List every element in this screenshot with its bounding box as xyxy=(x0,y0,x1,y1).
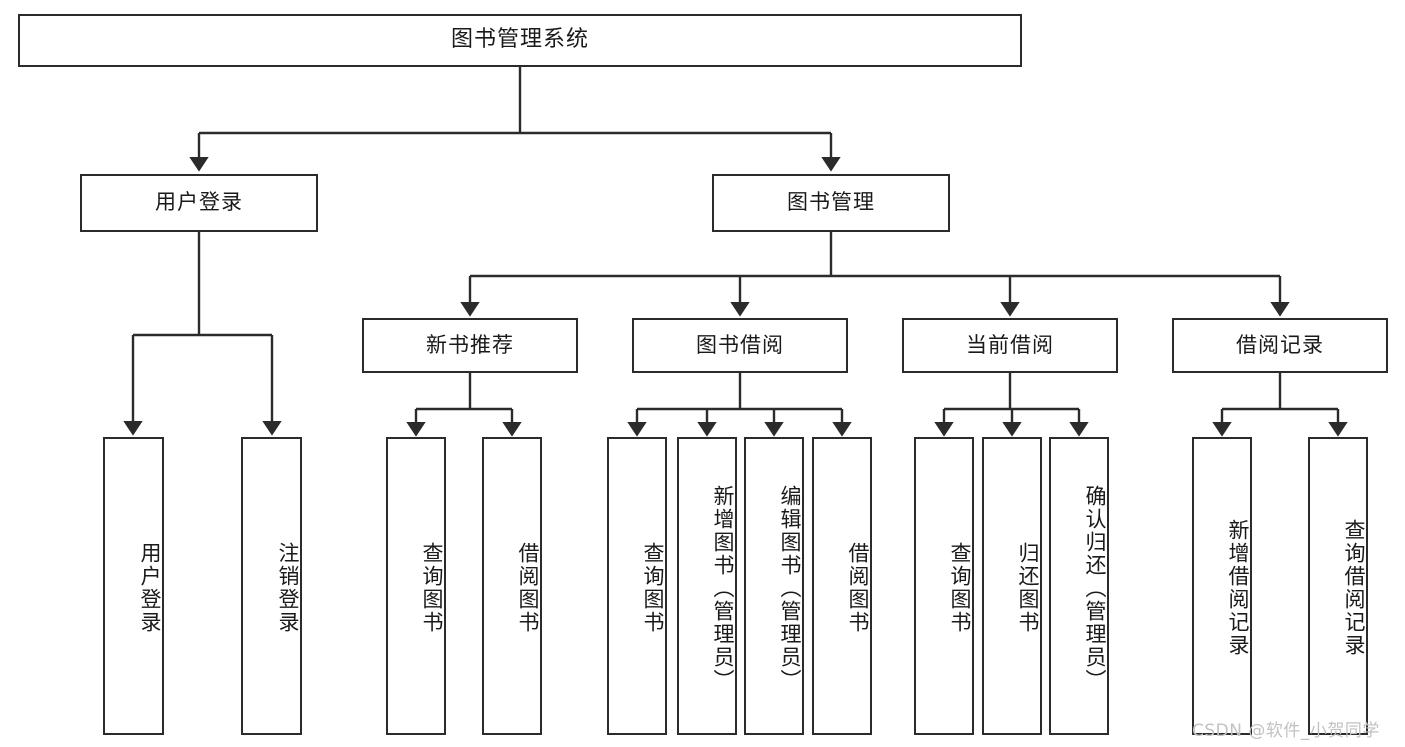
leaf-label: 新增图书（管理员） xyxy=(711,484,735,692)
node-new-book-recommend[interactable]: 新书推荐 xyxy=(362,318,578,373)
leaf-user-login[interactable]: 用户登录 xyxy=(103,437,164,735)
node-borrow-records[interactable]: 借阅记录 xyxy=(1172,318,1388,373)
leaf-label: 归还图书 xyxy=(1016,542,1040,634)
leaf-label: 确认归还（管理员） xyxy=(1083,484,1107,692)
leaf-label: 注销登录 xyxy=(276,542,300,634)
leaf-label: 查询图书 xyxy=(641,542,665,634)
leaf-edit-book-admin[interactable]: 编辑图书（管理员） xyxy=(744,437,804,735)
leaf-query-book[interactable]: 查询图书 xyxy=(607,437,667,735)
csdn-watermark: CSDN @软件_小贺同学 xyxy=(1192,721,1380,741)
leaf-label: 查询图书 xyxy=(948,542,972,634)
node-current-borrow[interactable]: 当前借阅 xyxy=(902,318,1118,373)
leaf-add-borrow-record[interactable]: 新增借阅记录 xyxy=(1192,437,1252,735)
leaf-add-book-admin[interactable]: 新增图书（管理员） xyxy=(677,437,737,735)
leaf-label: 借阅图书 xyxy=(846,542,870,634)
leaf-label: 新增借阅记录 xyxy=(1226,519,1250,657)
leaf-label: 借阅图书 xyxy=(516,542,540,634)
leaf-logout[interactable]: 注销登录 xyxy=(241,437,302,735)
node-user-login[interactable]: 用户登录 xyxy=(80,174,318,232)
leaf-return-book[interactable]: 归还图书 xyxy=(982,437,1042,735)
leaf-query-borrow-record[interactable]: 查询借阅记录 xyxy=(1308,437,1368,735)
leaf-label: 查询图书 xyxy=(420,542,444,634)
leaf-label: 用户登录 xyxy=(138,542,162,634)
node-book-management[interactable]: 图书管理 xyxy=(712,174,950,232)
leaf-query-book-cur[interactable]: 查询图书 xyxy=(914,437,974,735)
node-book-borrow[interactable]: 图书借阅 xyxy=(632,318,848,373)
leaf-borrow-book[interactable]: 借阅图书 xyxy=(812,437,872,735)
leaf-confirm-return-admin[interactable]: 确认归还（管理员） xyxy=(1049,437,1109,735)
leaf-label: 查询借阅记录 xyxy=(1342,519,1366,657)
leaf-label: 编辑图书（管理员） xyxy=(778,484,802,692)
node-root-system[interactable]: 图书管理系统 xyxy=(18,14,1022,67)
leaf-query-book-rec[interactable]: 查询图书 xyxy=(386,437,446,735)
leaf-borrow-book-rec[interactable]: 借阅图书 xyxy=(482,437,542,735)
